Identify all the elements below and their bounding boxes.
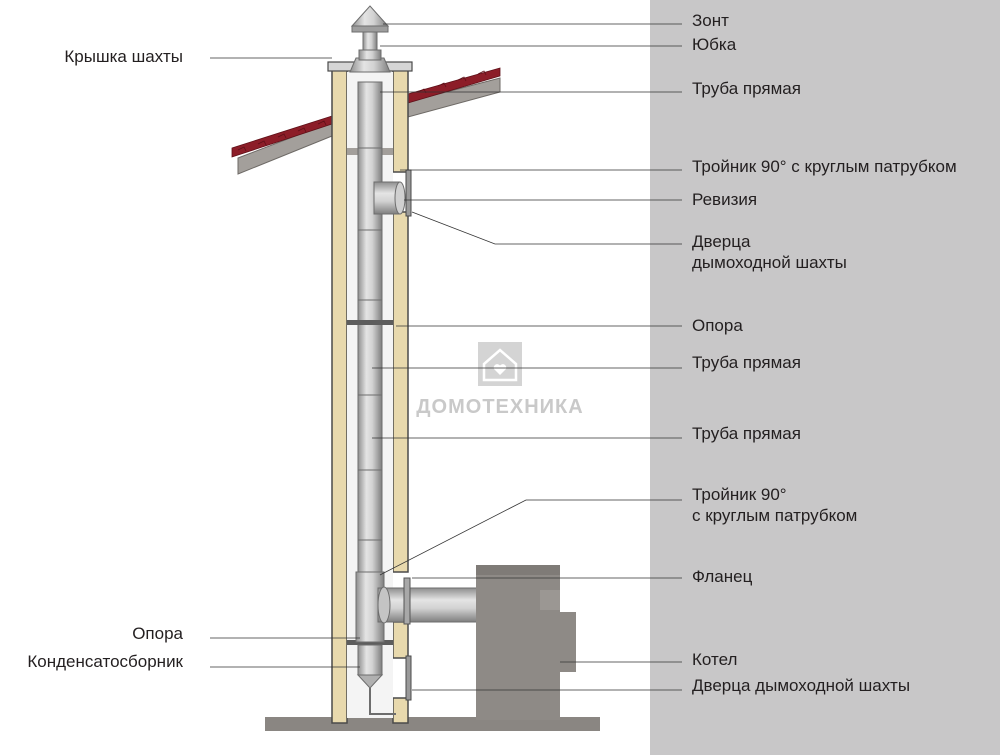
label-shaft-door-lower: Дверца дымоходной шахты	[692, 676, 911, 695]
chimney-umbrella	[350, 5, 390, 53]
flange	[403, 577, 411, 625]
vertical-pipe	[357, 81, 383, 643]
boiler-connector-pipe	[377, 587, 479, 623]
condensate-collector	[356, 644, 396, 715]
label-straight-pipe-lower: Труба прямая	[692, 424, 801, 443]
leader-lines	[210, 23, 682, 691]
label-tee-lower-line1: Тройник 90°	[692, 485, 787, 504]
floor-slab	[265, 717, 600, 731]
pipe-top-section	[358, 49, 382, 61]
label-straight-pipe-top: Труба прямая	[692, 79, 801, 98]
label-revision: Ревизия	[692, 190, 758, 209]
shaft-door-lower	[405, 655, 412, 701]
shaft-door-upper	[405, 169, 412, 217]
label-boiler: Котел	[692, 650, 738, 669]
label-tee-upper: Тройник 90° с круглым патрубком	[692, 157, 957, 176]
label-support-lower: Опора	[132, 624, 183, 643]
pipe-joints	[358, 147, 382, 541]
label-condensate-collector: Конденсатосборник	[27, 652, 183, 671]
watermark-text: ДОМОТЕХНИКА	[416, 396, 584, 418]
label-flange: Фланец	[692, 567, 753, 586]
label-tee-lower-line2: с круглым патрубком	[692, 506, 858, 525]
boiler	[476, 565, 576, 720]
revision-cap	[394, 181, 406, 215]
label-umbrella: Зонт	[692, 11, 729, 30]
tee-branch-collar	[377, 586, 391, 624]
label-shaft-door-upper-line1: Дверца	[692, 232, 751, 251]
support-upper	[347, 320, 393, 325]
label-shaft-door-upper-line2: дымоходной шахты	[692, 253, 847, 272]
label-shaft-cap: Крышка шахты	[64, 47, 183, 66]
chimney-shaft	[331, 67, 409, 724]
label-support-upper: Опора	[692, 316, 743, 335]
label-skirt: Юбка	[692, 35, 737, 54]
wall	[650, 0, 1000, 755]
watermark-logo-icon	[478, 342, 522, 386]
label-straight-pipe-middle: Труба прямая	[692, 353, 801, 372]
